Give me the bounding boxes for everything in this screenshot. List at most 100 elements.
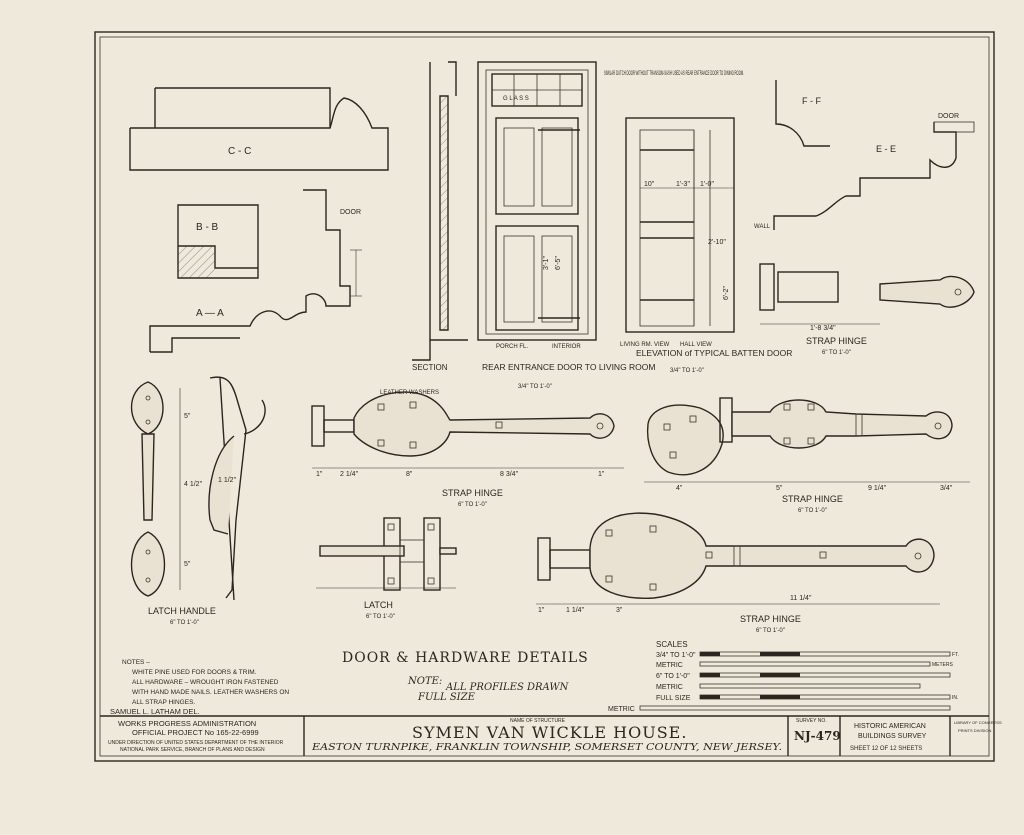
outer-border bbox=[94, 31, 995, 762]
latch-title: LATCH bbox=[364, 600, 393, 610]
right-hinge-dim-3: 9 1/4" bbox=[868, 485, 887, 492]
inner-border bbox=[99, 36, 990, 757]
bottom-hinge-dim-4: 11 1/4" bbox=[790, 595, 812, 602]
rear-door-scale: 3/4" TO 1'-0" bbox=[518, 384, 552, 390]
title-block: WORKS PROGRESS ADMINISTRATION OFFICIAL P… bbox=[100, 715, 1002, 756]
strap-hinge-middle: 1" 2 1/4" 8" 8 3/4" 1" LEATHER WASHERS S… bbox=[311, 390, 624, 508]
bottom-hinge-dim-3: 3" bbox=[616, 607, 623, 614]
survey-number-label: SURVEY NO. bbox=[796, 718, 827, 724]
batten-dim-1ft3in: 1'-3" bbox=[676, 181, 690, 188]
section-ee: E - E DOOR WALL bbox=[754, 113, 975, 230]
structure-name: SYMEN VAN WICKLE HOUSE. bbox=[412, 723, 687, 742]
bottom-hinge-dim-2: 1 1/4" bbox=[566, 607, 585, 614]
main-title: DOOR & HARDWARE DETAILS bbox=[342, 650, 589, 666]
strap-hinge-bottom-scale: 6" TO 1'-0" bbox=[756, 628, 785, 634]
bottom-hinge-dim-1: 1" bbox=[538, 607, 545, 614]
door-label-aa: DOOR bbox=[340, 209, 361, 216]
rear-door-title: REAR ENTRANCE DOOR TO LIVING ROOM bbox=[482, 362, 656, 372]
scale-row-2: METRIC bbox=[656, 662, 683, 669]
section-title: SECTION bbox=[412, 363, 448, 372]
mid-hinge-dim-1: 1" bbox=[316, 471, 323, 478]
hall-view-label: HALL VIEW bbox=[680, 342, 712, 348]
scale-bars: SCALES 3/4" TO 1'-0" METRIC 6" TO 1'-0" … bbox=[608, 640, 959, 713]
scale-unit-ft: FT. bbox=[952, 652, 959, 658]
upper-door-leaf bbox=[495, 117, 579, 215]
transom-glass-label: G L A S S bbox=[503, 96, 529, 102]
note-item-1: WHITE PINE USED FOR DOORS & TRIM. bbox=[132, 669, 257, 676]
scale-unit-in: IN. bbox=[952, 695, 958, 701]
strap-hinge-middle-title: STRAP HINGE bbox=[442, 488, 503, 498]
latch: LATCH 6" TO 1'-0" bbox=[316, 517, 457, 620]
note-item-2: ALL HARDWARE – WROUGHT IRON FASTENED bbox=[132, 679, 279, 686]
wpa-line-1: WORKS PROGRESS ADMINISTRATION bbox=[118, 719, 256, 728]
scale-row-4: METRIC bbox=[656, 684, 683, 691]
scale-row-5: FULL SIZE bbox=[656, 695, 691, 702]
strap-hinge-bottom: 1" 1 1/4" 3" 11 1/4" STRAP HINGE 6" TO 1… bbox=[536, 512, 940, 634]
strap-hinge-bottom-title: STRAP HINGE bbox=[740, 614, 801, 624]
structure-location: EASTON TURNPIKE, FRANKLIN TOWNSHIP, SOME… bbox=[311, 742, 782, 753]
right-hinge-dim-4: 3/4" bbox=[940, 485, 953, 492]
survey-number: NJ-479 bbox=[794, 729, 841, 743]
wall-label: WALL bbox=[754, 224, 771, 230]
right-hinge-dim-1: 4" bbox=[676, 485, 683, 492]
sheet-number: SHEET 12 OF 12 SHEETS bbox=[850, 746, 922, 752]
mid-hinge-dim-5: 1" bbox=[598, 471, 605, 478]
batten-dim-10in: 10" bbox=[644, 181, 655, 188]
handle-dim-1: 5" bbox=[184, 413, 191, 420]
scale-row-1: 3/4" TO 1'-0" bbox=[656, 652, 696, 659]
notes-heading: NOTES – bbox=[122, 659, 150, 666]
habs-line-2: BUILDINGS SURVEY bbox=[858, 733, 927, 740]
wpa-line-4: NATIONAL PARK SERVICE, BRANCH OF PLANS A… bbox=[120, 747, 265, 753]
rear-entrance-door: G L A S S 3'-1" 6'-5" PORCH FL. INTERIOR… bbox=[477, 61, 744, 390]
leather-washers-label: LEATHER WASHERS bbox=[380, 390, 439, 396]
scale-row-3: 6" TO 1'-0" bbox=[656, 673, 690, 680]
latch-handle-scale: 6" TO 1'-0" bbox=[170, 620, 199, 626]
porch-floor-label: PORCH FL. bbox=[496, 344, 528, 350]
batten-door-elevation: 10" 1'-3" 1'-0" 2'-10" 6'-2" LIVING RM. … bbox=[620, 117, 792, 374]
latch-handle: 5" 4 1/2" 5" 1 1/2" LATCH HANDLE 6" TO 1… bbox=[130, 376, 266, 626]
rear-door-dim-1: 3'-1" bbox=[543, 256, 550, 270]
scale-unit-meters: METERS bbox=[932, 662, 954, 668]
lower-door-leaf bbox=[495, 225, 579, 331]
section-aa-label: A — A bbox=[196, 308, 224, 319]
strap-hinge-right-title: STRAP HINGE bbox=[782, 494, 843, 504]
library-line-1: LIBRARY OF CONGRESS bbox=[954, 720, 1002, 725]
living-room-view-label: LIVING RM. VIEW bbox=[620, 342, 670, 348]
delineator: SAMUEL L. LATHAM DEL. bbox=[110, 707, 200, 716]
strap-hinge-right-scale: 6" TO 1'-0" bbox=[798, 508, 827, 514]
habs-line-1: HISTORIC AMERICAN bbox=[854, 723, 926, 730]
interior-label: INTERIOR bbox=[552, 344, 581, 350]
name-of-structure-label: NAME OF STRUCTURE bbox=[510, 718, 566, 724]
batten-dim-1ft0in: 1'-0" bbox=[700, 181, 714, 188]
strap-hinge-top-dim: 1'-8 3/4" bbox=[810, 325, 836, 332]
latch-handle-title: LATCH HANDLE bbox=[148, 606, 216, 616]
wpa-line-3: UNDER DIRECTION OF UNITED STATES DEPARTM… bbox=[108, 740, 284, 746]
note-line-3: FULL SIZE bbox=[417, 692, 476, 703]
batten-dim-2ft10in: 2'-10" bbox=[708, 239, 726, 246]
library-line-2: PRINTS DIVISION bbox=[958, 728, 991, 733]
strap-hinge-top: 1'-8 3/4" STRAP HINGE 6" TO 1'-0" bbox=[759, 263, 975, 356]
section-cc-label: C - C bbox=[228, 146, 251, 157]
section-aa: A — A DOOR bbox=[149, 189, 362, 353]
section-ff: F - F bbox=[775, 80, 830, 147]
note-item-4: ALL STRAP HINGES. bbox=[132, 699, 195, 706]
mid-hinge-dim-3: 8" bbox=[406, 471, 413, 478]
mid-hinge-dim-4: 8 3/4" bbox=[500, 471, 519, 478]
wpa-line-2: OFFICIAL PROJECT No 165-22-6999 bbox=[132, 728, 259, 737]
handle-dim-3: 5" bbox=[184, 561, 191, 568]
strap-hinge-middle-scale: 6" TO 1'-0" bbox=[458, 502, 487, 508]
note-line-2: ALL PROFILES DRAWN bbox=[445, 682, 570, 693]
section-ff-label: F - F bbox=[802, 96, 821, 106]
handle-dim-4: 1 1/2" bbox=[218, 477, 237, 484]
handle-dim-2: 4 1/2" bbox=[184, 481, 203, 488]
section-bb: B - B bbox=[177, 204, 259, 279]
strap-hinge-right: 4" 5" 9 1/4" 3/4" STRAP HINGE 6" TO 1'-0… bbox=[644, 397, 970, 514]
note-heading: NOTE: bbox=[407, 676, 442, 687]
note-item-3: WITH HAND MADE NAILS. LEATHER WASHERS ON bbox=[132, 689, 289, 696]
section-ee-label: E - E bbox=[876, 144, 896, 154]
batten-dim-6ft2in: 6'-2" bbox=[723, 286, 730, 300]
scale-row-6: METRIC bbox=[608, 706, 635, 713]
scales-heading: SCALES bbox=[656, 640, 688, 649]
